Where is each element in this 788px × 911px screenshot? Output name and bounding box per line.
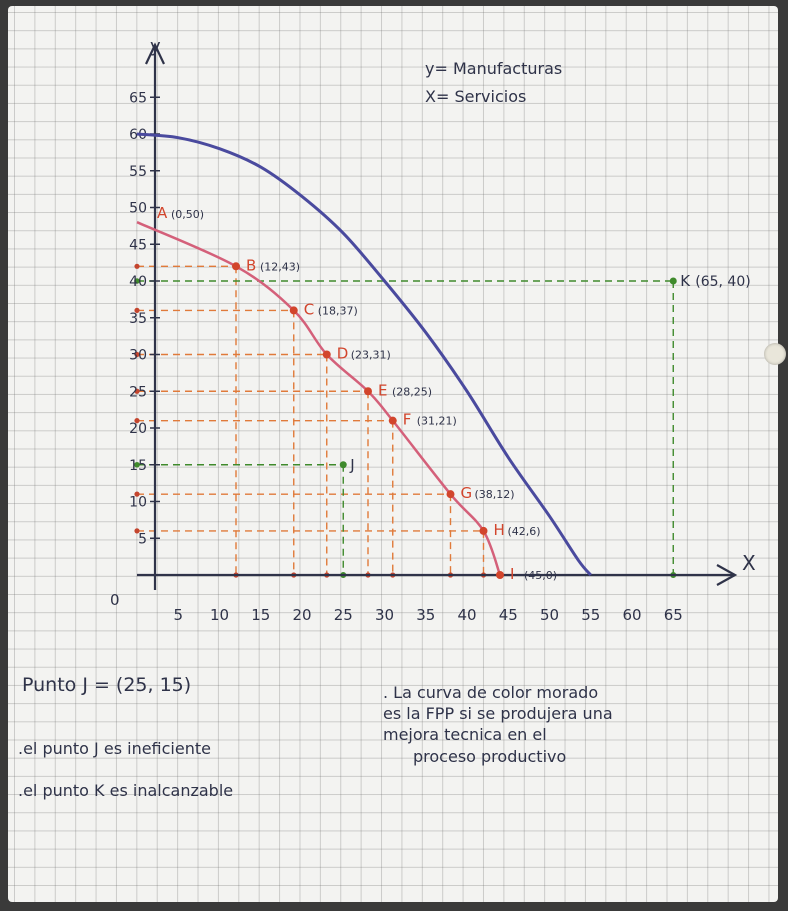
note-curve-line-2: es la FPP si se produjera una [383, 704, 613, 723]
point-label: C [304, 300, 314, 318]
point-label: E [378, 381, 387, 399]
graph-paper-sheet [8, 6, 778, 902]
point-coord-label: (31,21) [417, 415, 457, 428]
y-tick-label: 30 [129, 348, 147, 364]
note-curve-line-1: . La curva de color morado [383, 683, 599, 702]
origin-label: 0 [110, 591, 120, 609]
x-tick-label: 50 [540, 606, 559, 624]
x-tick-label: 65 [664, 606, 683, 624]
y-tick-label: 15 [129, 458, 147, 474]
point-label: J [349, 456, 354, 474]
point-coord-label: (42,6) [508, 525, 541, 538]
note-curve-line-4: proceso productivo [413, 747, 567, 766]
axis-marker-green [134, 461, 140, 468]
point-i [496, 571, 504, 579]
y-tick-label: 65 [129, 90, 147, 106]
point-k [669, 277, 677, 285]
y-tick-label: 20 [129, 421, 147, 437]
point-label: F [403, 411, 412, 429]
x-tick-label: 60 [622, 606, 641, 624]
axis-marker-green [134, 278, 140, 284]
y-tick-label: 45 [129, 237, 147, 253]
point-h [479, 526, 488, 535]
note-j-inefficient: .el punto J es ineficiente [18, 739, 211, 758]
point-label: B [246, 256, 256, 274]
note-point-j: Punto J = (25, 15) [22, 674, 192, 696]
point-coord-label: (28,25) [392, 385, 432, 398]
tick-labels: 5 10 15 20 25 30 35 40 45 50 55 60 65 5 10 15 20 25 30 35 40… [129, 90, 683, 624]
point-coord-label: (0,50) [171, 208, 204, 221]
point-d [322, 350, 331, 359]
y-tick-label: 25 [129, 384, 147, 400]
x-tick-label: 30 [375, 606, 394, 624]
x-tick-label: 25 [334, 606, 353, 624]
x-tick-label: 40 [457, 606, 476, 624]
point-coord-label: (23,31) [351, 349, 391, 362]
point-coord-label: (45,0) [524, 569, 557, 582]
y-tick-label: 5 [138, 531, 147, 547]
y-tick-label: 40 [129, 274, 147, 290]
point-j [339, 461, 347, 469]
y-tick-label: 50 [129, 201, 147, 217]
binder-hole [764, 343, 786, 365]
point-e [364, 387, 372, 396]
point-coord-label: (65, 40) [695, 274, 750, 290]
axis-marker [134, 491, 140, 497]
axis-marker [134, 528, 140, 534]
y-tick-label: 55 [129, 164, 147, 180]
point-label: I [510, 565, 514, 583]
point-label: G [461, 484, 473, 502]
x-axis-label: X [742, 551, 756, 575]
ppf-curve-pink [136, 221, 502, 576]
point-g [446, 490, 455, 499]
y-axis-arrow [145, 42, 165, 65]
legend-y: y= Manufacturas [425, 59, 562, 78]
axis-marker [134, 351, 140, 358]
point-b [232, 262, 240, 271]
axis-marker [134, 388, 140, 394]
ppf-curve-purple [136, 132, 592, 576]
x-tick-label: 5 [173, 606, 183, 624]
y-tick-label: 35 [129, 311, 147, 327]
x-tick-label: 15 [251, 606, 270, 624]
y-axis-label: y [150, 36, 161, 57]
point-coord-label: (38,12) [475, 488, 515, 501]
axes [137, 42, 738, 590]
y-tick-label: 10 [129, 495, 147, 511]
point-coord-label: (18,37) [318, 304, 358, 317]
point-f [388, 416, 397, 425]
x-tick-label: 20 [292, 606, 311, 624]
x-tick-label: 10 [210, 606, 229, 624]
note-curve-line-3: mejora tecnica en el [383, 725, 547, 744]
axis-marker [134, 307, 140, 313]
x-axis-arrow [716, 564, 738, 586]
x-tick-label: 45 [499, 606, 518, 624]
legend-x: X= Servicios [425, 87, 526, 106]
point-c [289, 306, 298, 315]
axis-marker [134, 263, 140, 269]
points: A(0,50) B (12,43) C (18,37) D(23,31) E (28,25) F… [157, 204, 751, 583]
point-label: H [494, 521, 505, 539]
note-k-unreachable: .el punto K es inalcanzable [18, 781, 234, 800]
x-tick-label: 55 [581, 606, 600, 624]
point-label: A [157, 204, 168, 222]
point-label: D [337, 345, 349, 363]
point-label: K [680, 272, 691, 290]
x-tick-label: 35 [416, 606, 435, 624]
guide-lines [134, 263, 677, 578]
axis-marker [134, 418, 140, 424]
point-coord-label: (12,43) [260, 260, 300, 273]
